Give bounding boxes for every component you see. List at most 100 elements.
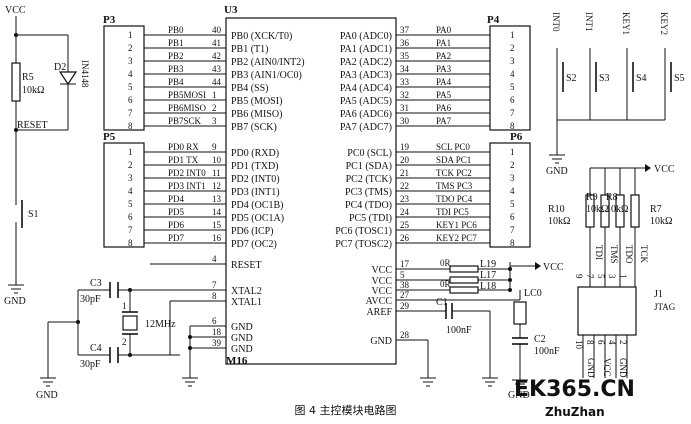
p4-net-7: PA7 — [436, 116, 452, 126]
p3-net-3: PB3 — [168, 64, 184, 74]
p4-pin-7: 7 — [510, 108, 515, 118]
p5-net-1: PD1 TX — [168, 155, 199, 165]
mcu-pin-num-19: 19 — [400, 142, 410, 152]
reset-net-label: RESET — [17, 120, 48, 131]
switch-label-3: S5 — [674, 73, 685, 84]
gnd-reset: GND — [4, 296, 26, 307]
mcu-pin-num-23: 23 — [400, 194, 410, 204]
p5-pin-8: 8 — [128, 238, 133, 248]
r5-value: 10kΩ — [22, 85, 44, 96]
mcu-pin-num-20: 20 — [400, 155, 410, 165]
mcu-pin-num-3: 3 — [212, 116, 217, 126]
mcu-pin-3: PB7 (SCK) — [231, 122, 277, 133]
mcu-pin-num-41: 41 — [212, 38, 221, 48]
p4-pin-1: 1 — [510, 30, 515, 40]
buttons-ground: GND — [546, 119, 665, 177]
p3-pin-3: 3 — [128, 56, 133, 66]
d2-label: D2 — [54, 62, 66, 73]
jtag-net-tms: TMS — [609, 245, 619, 264]
mcu-pin-43: PB3 (AIN1/OC0) — [231, 70, 302, 81]
switch-label-0: S2 — [566, 73, 577, 84]
mcu-pin-num-4: 4 — [212, 254, 217, 264]
mcu-part: M16 — [226, 355, 248, 367]
p3-pin-5: 5 — [128, 82, 133, 92]
p3-ref: P3 — [103, 14, 116, 26]
jtag-net-tdi: TDI — [594, 245, 604, 260]
jtag-net-tck: TCK — [639, 245, 649, 264]
p3-pin-7: 7 — [128, 108, 133, 118]
vcc-jtag: VCC — [654, 164, 675, 175]
crystal-circuit: C3 30pF C4 30pF GND 12MHz 1 2 — [36, 263, 226, 401]
mcu-pin-num-36: 36 — [400, 38, 410, 48]
watermark: EK365.CN ZhuZhan — [514, 377, 635, 419]
jtag-bottom-net-2: GND — [618, 358, 628, 378]
mcu-pin-38: VCC — [371, 286, 392, 297]
mcu-pin-12: PD3 (INT1) — [231, 187, 280, 198]
p4-net-5: PA5 — [436, 90, 452, 100]
gnd-crystal: GND — [36, 390, 58, 401]
p5-net-3: PD3 INT1 — [168, 181, 206, 191]
r0-label-2: 0R — [440, 279, 451, 289]
p6-pin-1: 1 — [510, 147, 515, 157]
mcu-pin-18: GND — [231, 333, 253, 344]
jtag-name: JTAG — [654, 302, 676, 312]
l19-label: L19 — [480, 259, 496, 270]
res-ref-1: R9 — [586, 192, 598, 203]
mcu-pin-num-7: 7 — [212, 280, 217, 290]
inductor-l18 — [449, 286, 479, 294]
p6-net-5: TDI PC5 — [436, 207, 469, 217]
jtag-bottom-pin-4: 4 — [607, 340, 617, 345]
mcu-pin-num-37: 37 — [400, 25, 410, 35]
jtag-top-pin-5: 5 — [596, 274, 606, 279]
mcu-pin-num-38: 38 — [400, 280, 410, 290]
p6-net-7: KEY2 PC7 — [436, 233, 477, 243]
jtag-top-pin-1: 1 — [618, 274, 628, 279]
mcu-pin-24: PC5 (TDI) — [349, 213, 392, 224]
power-filter-circuit: 0R 0R L19 L17 L18 VCC LC0 C2 100nF — [396, 258, 564, 401]
p4-ref: P4 — [487, 14, 500, 26]
p6-net-3: TMS PC3 — [436, 181, 473, 191]
res-val-3: 10kΩ — [650, 216, 672, 227]
vcc-power: VCC — [543, 262, 564, 273]
mcu-pin-17: VCC — [371, 265, 392, 276]
mcu-pin-num-9: 9 — [212, 142, 217, 152]
mcu-pin-1: PB5 (MOSI) — [231, 96, 282, 107]
switch-label-1: S3 — [599, 73, 610, 84]
res-val-1: 10kΩ — [586, 204, 608, 215]
mcu-pin-num-12: 12 — [212, 181, 221, 191]
mcu-pin-13: PD4 (OC1B) — [231, 200, 284, 211]
crystal-pin2: 2 — [122, 337, 127, 347]
p4-net-4: PA4 — [436, 77, 452, 87]
p4-net-3: PA3 — [436, 64, 452, 74]
mcu-pin-30: PA7 (ADC7) — [340, 122, 392, 133]
p5-pin-2: 2 — [128, 160, 133, 170]
mcu-pin-44: PB4 (SS) — [231, 83, 269, 94]
mcu-pin-num-1: 1 — [212, 90, 217, 100]
r0-label: 0R — [440, 258, 451, 268]
mcu-pin-num-18: 18 — [212, 327, 222, 337]
jtag-bottom-pin-2: 2 — [618, 340, 628, 345]
mcu-pin-num-42: 42 — [212, 51, 221, 61]
mcu-pin-num-16: 16 — [212, 233, 222, 243]
mcu-pin-num-25: 25 — [400, 220, 410, 230]
p6-net-4: TDO PC4 — [436, 194, 473, 204]
s1-label: S1 — [28, 209, 39, 220]
p4-pin-5: 5 — [510, 82, 515, 92]
mcu-pin-42: PB2 (AIN0/INT2) — [231, 57, 305, 68]
mcu-pin-14: PD5 (OC1A) — [231, 213, 284, 224]
mcu-pin-num-6: 6 — [212, 316, 217, 326]
mcu-pin-29: AREF — [366, 307, 392, 318]
mcu-pin-10: PD1 (TXD) — [231, 161, 279, 172]
p5-pin-4: 4 — [128, 186, 133, 196]
mcu-pin-7: XTAL2 — [231, 286, 262, 297]
switch-label-2: S4 — [636, 73, 647, 84]
mcu-pin-5: VCC — [371, 276, 392, 287]
p3-net-2: PB2 — [168, 51, 184, 61]
p4-net-0: PA0 — [436, 25, 452, 35]
mcu-pin-num-43: 43 — [212, 64, 222, 74]
vcc-label: VCC — [5, 5, 26, 16]
p6-pin-4: 4 — [510, 186, 515, 196]
